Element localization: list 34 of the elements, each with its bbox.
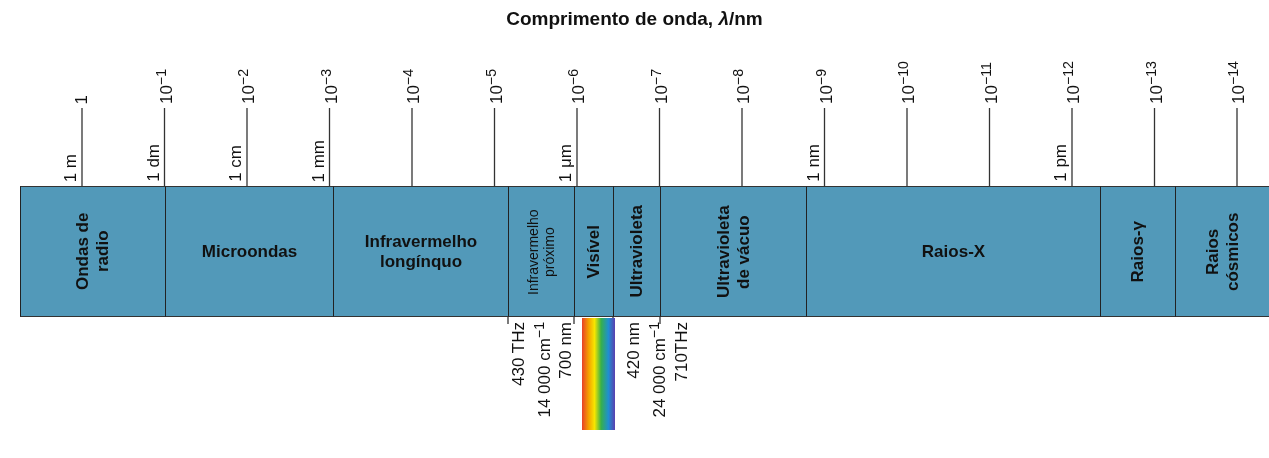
unit-label: 1 cm [227, 145, 245, 182]
region-name: Microondas [201, 241, 298, 262]
region-name: Visível [584, 224, 604, 279]
spectrum-region-band [613, 186, 660, 317]
region-name: Infravermelho próximo [525, 207, 558, 297]
region-name: Ultravioleta [627, 205, 647, 298]
region-name: Ondas de radio [73, 211, 113, 293]
region-name: Raios-γ [1128, 220, 1148, 283]
unit-label: 1 m [62, 153, 80, 182]
region-name: Ultravioleta de vácuo [713, 204, 754, 300]
spectrum-region-band [806, 186, 1100, 317]
unit-label: 1 μm [557, 143, 575, 182]
region-name: Raios-X [921, 241, 986, 262]
spectrum-region-band [574, 186, 613, 317]
unit-label: 1 nm [804, 144, 823, 182]
scale-exponent-label: 1 [73, 94, 91, 104]
spectrum-region-band [1175, 186, 1269, 317]
boundary-value-label: 710THz [673, 322, 691, 382]
region-name: Raios cósmicos [1202, 211, 1243, 293]
spectrum-region-band [333, 186, 508, 317]
visible-color-spectrum-bar [582, 318, 615, 430]
unit-label: 1 pm [1052, 144, 1070, 182]
boundary-value-label: 430 THz [510, 322, 528, 386]
spectrum-region-band [660, 186, 806, 317]
boundary-value-label: 420 nm [625, 322, 643, 379]
axis-title: Comprimento de onda, λ/nm [505, 8, 764, 30]
region-name: Infravermelho longínquo [363, 231, 479, 272]
spectrum-region-band [508, 186, 574, 317]
boundary-value-label: 700 nm [557, 322, 575, 379]
unit-label: 1 mm [309, 139, 328, 182]
spectrum-region-band [20, 186, 165, 317]
unit-label: 1 dm [144, 144, 163, 182]
spectrum-region-band [165, 186, 333, 317]
spectrum-region-band [1100, 186, 1175, 317]
